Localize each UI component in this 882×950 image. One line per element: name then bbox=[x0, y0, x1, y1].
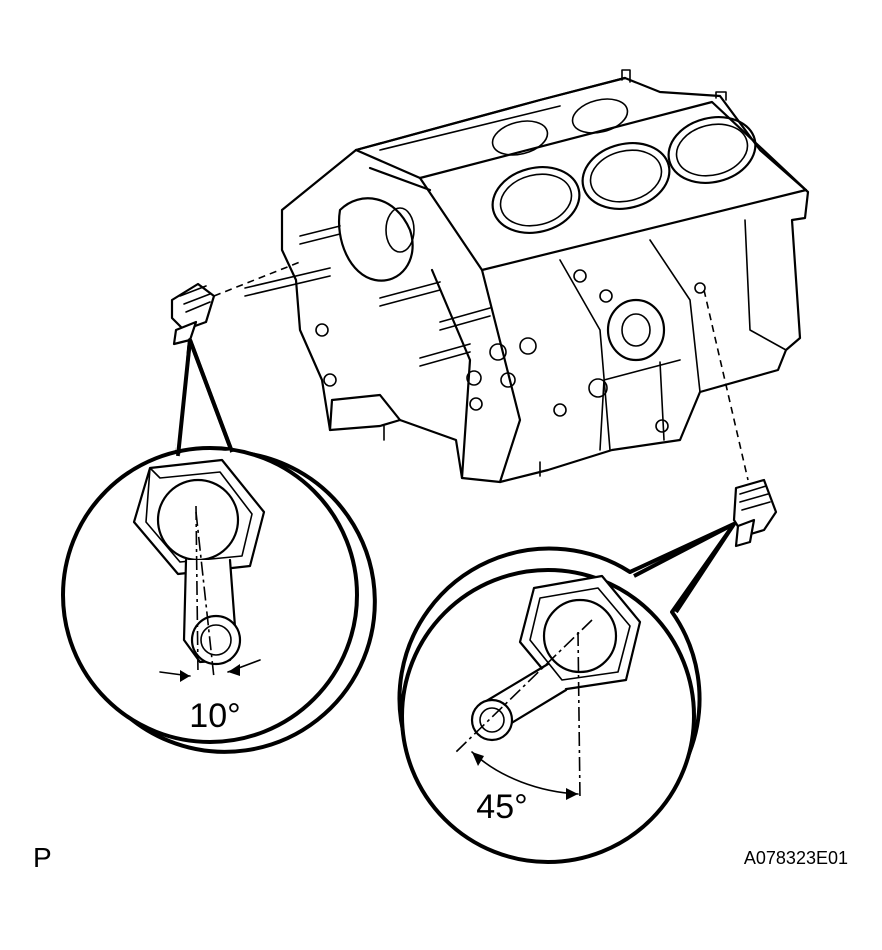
page-letter: P bbox=[33, 842, 52, 873]
engine-block bbox=[244, 69, 810, 484]
right-angle-label: 45° bbox=[476, 788, 527, 826]
left-oil-jet-nozzle bbox=[170, 282, 216, 346]
right-nozzle-detail bbox=[455, 574, 642, 801]
cylinder-bore-1 bbox=[491, 166, 581, 234]
right-oil-jet-nozzle bbox=[732, 478, 778, 548]
left-nozzle-detail bbox=[132, 458, 266, 682]
right-leader-dashed-line bbox=[703, 289, 749, 481]
right-magnified-callout bbox=[397, 522, 736, 864]
cylinder-bore-2 bbox=[581, 142, 671, 210]
cylinder-bore-3 bbox=[667, 116, 757, 184]
left-angle-label: 10° bbox=[189, 697, 240, 735]
figure-code: A078323E01 bbox=[744, 848, 848, 868]
left-leader-dashed-line bbox=[213, 261, 301, 297]
